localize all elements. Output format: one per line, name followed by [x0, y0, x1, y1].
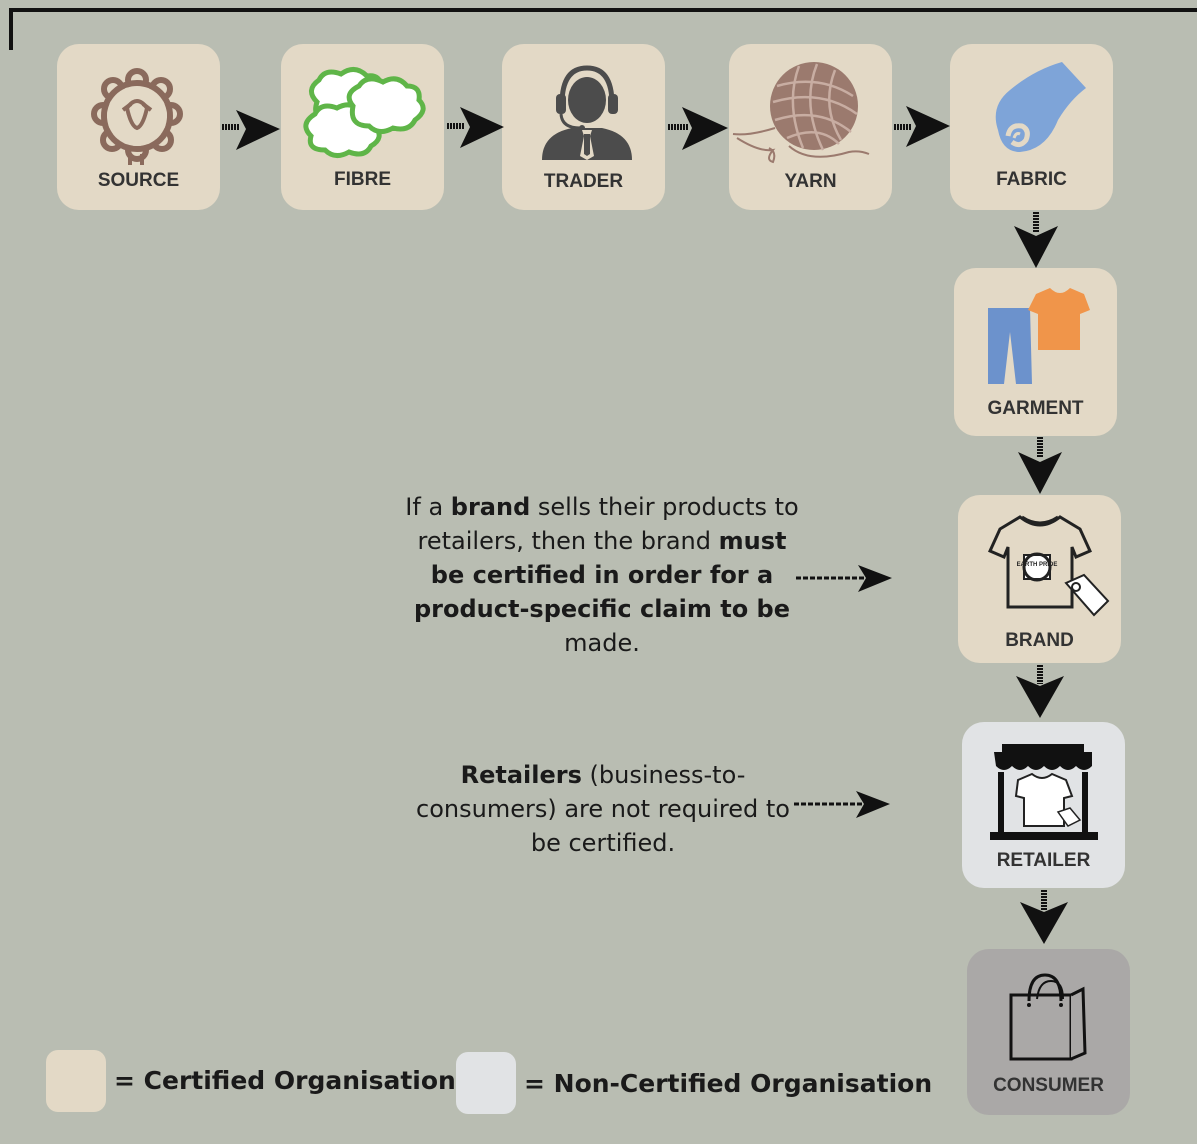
- node-retailer: RETAILER: [962, 722, 1125, 888]
- node-source: SOURCE: [57, 44, 220, 210]
- cotton-icon: [303, 67, 426, 158]
- arrow-yarn-fabric: [894, 106, 950, 147]
- node-retailer-label: RETAILER: [996, 850, 1091, 871]
- fabric-roll-icon: [995, 62, 1086, 152]
- arrow-garment-brand: [1018, 437, 1062, 494]
- brand-note-bold2: must be certified in order for a product…: [413, 527, 790, 623]
- node-brand: EARTH PRIDE BRAND: [958, 495, 1121, 663]
- arrow-source-fibre: [222, 110, 280, 150]
- brand-note-text1: If a: [405, 493, 451, 521]
- node-fabric: FABRIC: [950, 44, 1113, 210]
- storefront-icon: [990, 744, 1098, 840]
- brand-note-text3: made.: [564, 629, 640, 657]
- node-consumer-label: CONSUMER: [993, 1075, 1104, 1096]
- node-source-label: SOURCE: [97, 170, 180, 191]
- yarn-ball-icon: [732, 62, 870, 164]
- garment-icon: [988, 288, 1090, 384]
- arrow-trader-yarn: [668, 107, 728, 150]
- node-brand-label: BRAND: [1005, 630, 1074, 651]
- frame-border-left: [9, 8, 13, 50]
- frame-border-top: [9, 8, 1197, 12]
- node-yarn: YARN: [729, 44, 892, 210]
- pointer-retailer-note: [794, 791, 890, 818]
- node-garment-label: GARMENT: [987, 398, 1084, 419]
- arrow-fabric-garment: [1014, 212, 1058, 268]
- legend-label-certified: = Certified Organisation: [114, 1066, 456, 1095]
- retailer-note-text: (business-to-consumers) are not required…: [416, 761, 790, 857]
- brand-logo-text: EARTH PRIDE: [1017, 562, 1058, 568]
- retailer-note-bold: Retailers: [460, 761, 582, 789]
- arrow-fibre-trader: [447, 107, 504, 148]
- arrow-brand-retailer: [1016, 665, 1064, 718]
- legend-swatch-noncertified: [456, 1052, 516, 1114]
- node-trader-label: TRADER: [543, 171, 624, 192]
- legend-swatch-certified: [46, 1050, 106, 1112]
- node-fibre-label: FIBRE: [334, 169, 391, 190]
- node-fibre: FIBRE: [281, 44, 444, 210]
- brand-note-bold1: brand: [450, 493, 531, 521]
- shopping-bag-icon: [1009, 973, 1087, 1061]
- headset-person-icon: [542, 65, 632, 160]
- branded-tshirt-icon: EARTH PRIDE: [988, 515, 1110, 617]
- node-yarn-label: YARN: [784, 171, 837, 192]
- node-consumer: CONSUMER: [967, 949, 1130, 1115]
- brand-note: If a brand sells their products to retai…: [402, 490, 802, 660]
- node-fabric-label: FABRIC: [996, 169, 1067, 190]
- legend-label-noncertified: = Non-Certified Organisation: [524, 1069, 933, 1098]
- brand-note-text2: sells their products to retailers, then …: [417, 493, 799, 555]
- arrow-retailer-consumer: [1020, 890, 1068, 944]
- pointer-brand-note: [796, 565, 892, 592]
- node-trader: TRADER: [502, 44, 665, 210]
- retailer-note: Retailers (business-to-consumers) are no…: [398, 758, 808, 860]
- node-garment: GARMENT: [954, 268, 1117, 436]
- sheep-icon: [91, 68, 183, 165]
